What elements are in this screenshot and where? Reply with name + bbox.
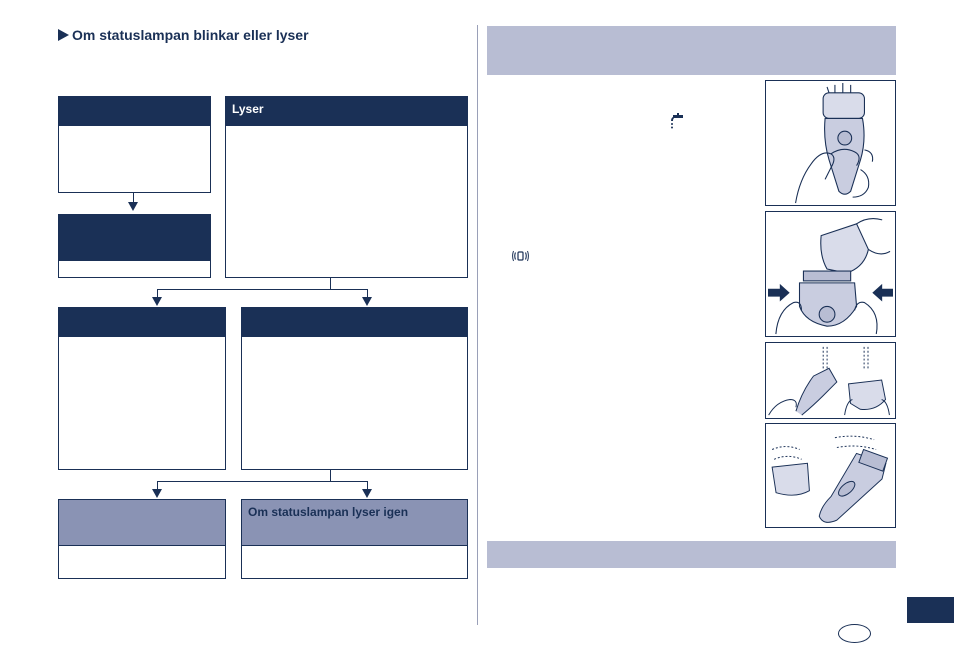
flow-box-mid-left xyxy=(58,307,226,470)
connector-line xyxy=(330,278,331,289)
column-divider xyxy=(477,25,478,625)
flow-box-header xyxy=(242,308,467,337)
section-band-bottom xyxy=(487,541,896,568)
flow-box-header xyxy=(59,97,210,126)
down-arrow-icon xyxy=(362,489,372,498)
section-heading-text: Om statuslampan blinkar eller lyser xyxy=(72,27,309,43)
down-arrow-icon xyxy=(128,202,138,211)
flow-box-bottom-left xyxy=(58,499,226,579)
flow-box-header xyxy=(58,499,226,546)
connector-line xyxy=(367,481,368,489)
flow-box-header xyxy=(59,215,210,261)
flow-box-bottom-right: Om statuslampan lyser igen xyxy=(241,499,468,579)
flow-box-mid-right xyxy=(241,307,468,470)
illustration-rinse-shaver xyxy=(765,80,896,206)
illustration-dry-parts xyxy=(765,423,896,528)
section-heading: Om statuslampan blinkar eller lyser xyxy=(58,27,309,43)
section-band-top xyxy=(487,26,896,75)
flow-box-header xyxy=(59,308,225,337)
flow-box-top-left xyxy=(58,96,211,193)
connector-line xyxy=(157,289,368,290)
language-tab xyxy=(907,597,954,623)
connector-line xyxy=(367,289,368,297)
connector-line xyxy=(157,481,368,482)
illustration-remove-frame xyxy=(765,211,896,337)
down-arrow-icon xyxy=(152,297,162,306)
faucet-icon xyxy=(670,113,686,131)
vibration-icon xyxy=(512,249,529,262)
connector-line xyxy=(330,470,331,481)
connector-line xyxy=(157,481,158,489)
flow-box-header-lyser-igen: Om statuslampan lyser igen xyxy=(241,499,468,546)
right-triangle-icon xyxy=(58,29,69,41)
flow-box-lyser: Lyser xyxy=(225,96,468,278)
down-arrow-icon xyxy=(362,297,372,306)
flow-box-header-lyser: Lyser xyxy=(226,97,467,126)
illustration-rinse-parts xyxy=(765,342,896,419)
page-number-oval xyxy=(838,624,871,643)
connector-line xyxy=(157,289,158,297)
down-arrow-icon xyxy=(152,489,162,498)
flow-box-left-second xyxy=(58,214,211,278)
connector-line xyxy=(133,193,134,202)
